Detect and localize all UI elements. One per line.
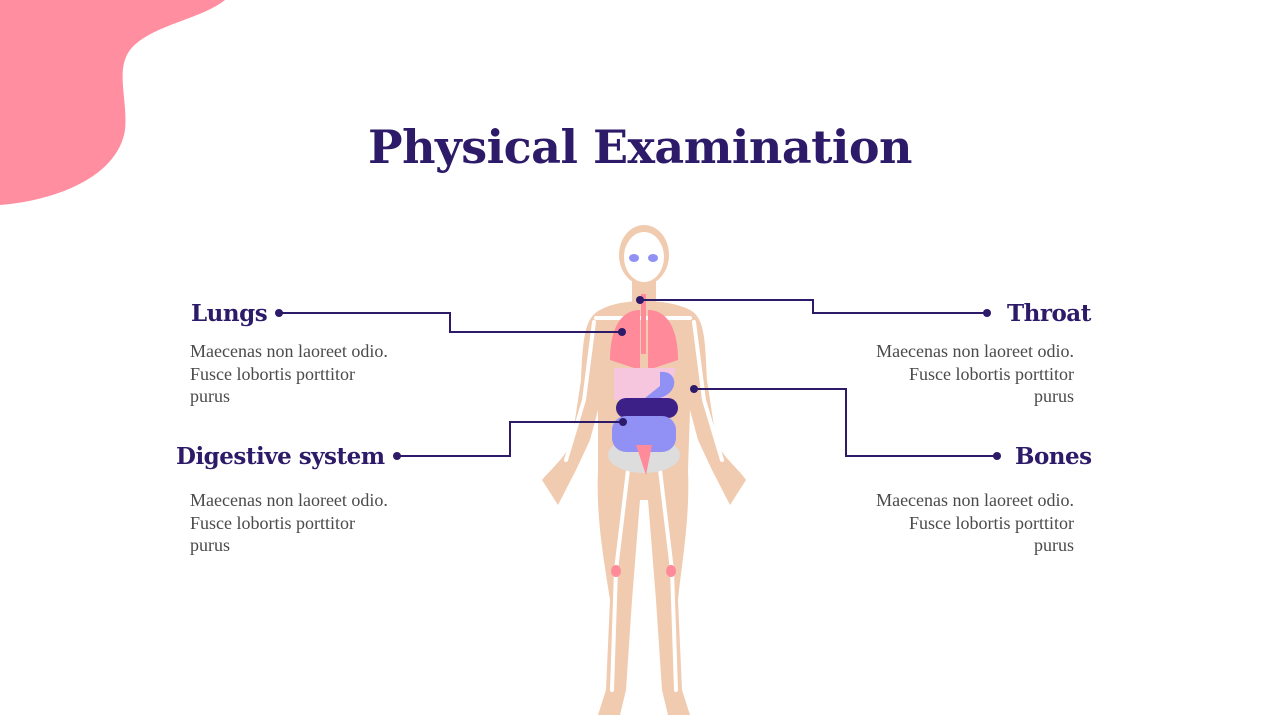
throat-connector [640, 299, 987, 314]
lungs-description: Maecenas non laoreet odio. Fusce loborti… [190, 341, 388, 406]
throat-description: Maecenas non laoreet odio. Fusce loborti… [876, 341, 1074, 406]
connector-lines [279, 299, 997, 457]
decorative-blob [0, 0, 225, 205]
lungs-label: Lungs [191, 300, 268, 327]
lungs-connector [279, 312, 622, 333]
digestive-system-description: Maecenas non laoreet odio. Fusce loborti… [190, 490, 388, 555]
digestive-system-label: Digestive system [176, 443, 385, 470]
bones-connector [694, 388, 997, 457]
bones-description: Maecenas non laoreet odio. Fusce loborti… [876, 490, 1074, 555]
connector-dots [275, 296, 1001, 460]
page-title: Physical Examination [368, 120, 912, 174]
throat-label: Throat [1007, 300, 1091, 327]
digestive-connector [397, 421, 623, 457]
bones-label: Bones [1015, 443, 1092, 470]
human-body-illustration [542, 225, 746, 715]
